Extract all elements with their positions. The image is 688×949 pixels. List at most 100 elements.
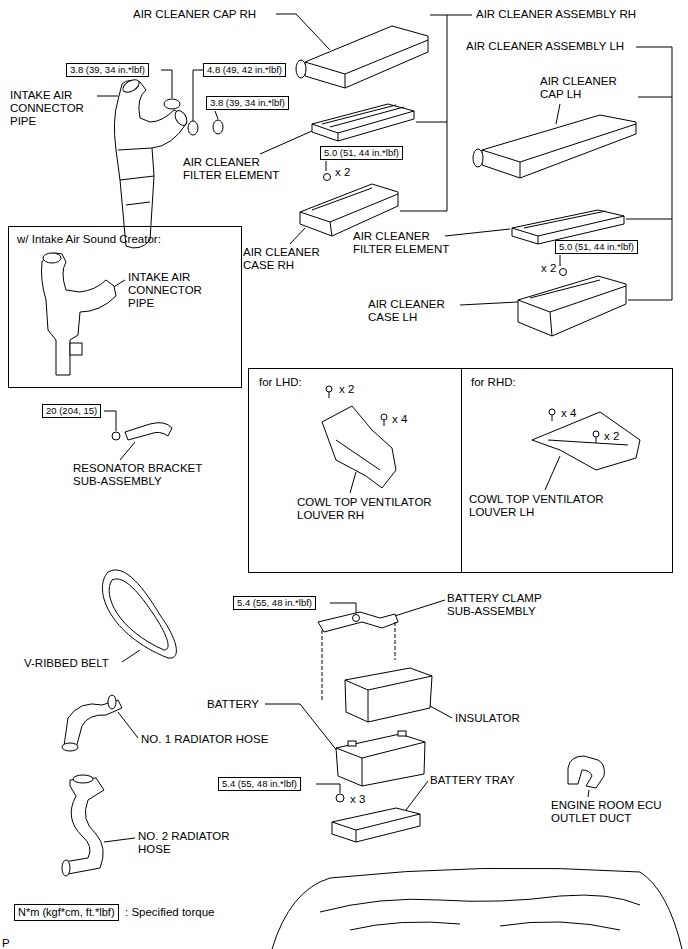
battery-clamp <box>318 612 398 632</box>
cowl-louver-rh <box>326 386 332 392</box>
resonator-bracket <box>125 423 172 440</box>
leader-line <box>276 14 330 50</box>
torque-box: 5.0 (51, 44 in.*lbf) <box>320 146 403 160</box>
leader-line <box>588 790 589 797</box>
air-cleaner-case-rh <box>300 184 398 236</box>
sound-creator-pipe <box>70 343 82 355</box>
intake-air-connector-pipe <box>173 109 190 128</box>
engine-compartment <box>320 895 640 912</box>
part-name: RESONATOR BRACKET SUB-ASSEMBLY <box>73 462 218 488</box>
insulator <box>345 668 432 722</box>
air-cleaner-filter-rh <box>312 104 414 141</box>
torque-leader <box>330 603 356 614</box>
battery-tray <box>336 794 344 802</box>
cowl-louver-lh <box>596 437 597 443</box>
cowl-louver-rh <box>329 392 330 398</box>
v-ribbed-belt <box>102 570 176 658</box>
torque-box: 20 (204, 15) <box>42 404 101 418</box>
panel-heading: for LHD: <box>259 376 302 389</box>
air-cleaner-cap-rh <box>296 26 428 88</box>
resonator-bracket <box>112 423 172 440</box>
torque-box: 5.4 (55, 48 in.*lbf) <box>233 596 316 610</box>
cowl-louver-rh <box>381 414 387 420</box>
engine-compartment <box>350 922 620 930</box>
v-ribbed-belt <box>109 579 168 650</box>
quantity: x 2 <box>604 430 619 443</box>
torque-leader <box>161 70 172 98</box>
leader-line <box>460 302 518 305</box>
torque-value: 5.4 (55, 48 in.*lbf) <box>237 597 312 608</box>
torque-box: 3.8 (39, 34 in.*lbf) <box>66 63 149 77</box>
sound-creator-pipe <box>43 253 61 263</box>
part-name: V-RIBBED BELT <box>24 657 109 670</box>
engine-compartment <box>272 868 682 949</box>
sound-creator-pipe <box>42 253 117 375</box>
leader-line <box>430 706 452 718</box>
air-cleaner-cap-lh <box>473 149 483 167</box>
part-name: AIR CLEANER CAP RH <box>133 8 256 21</box>
battery-tray <box>332 808 420 842</box>
torque-value: 5.4 (55, 48 in.*lbf) <box>222 778 297 789</box>
part-name: NO. 1 RADIATOR HOSE <box>141 733 268 746</box>
part-name: AIR CLEANER CASE LH <box>368 298 463 324</box>
leader-line <box>118 712 138 738</box>
part-name: INTAKE AIR CONNECTOR PIPE <box>10 89 95 128</box>
part-name: COWL TOP VENTILATOR LOUVER LH <box>469 493 634 519</box>
ecu-outlet-duct <box>568 756 604 788</box>
region-panel: for LHD:x 2x 4COWL TOP VENTILATOR LOUVER… <box>248 368 462 573</box>
torque-value: 20 (204, 15) <box>46 405 97 416</box>
battery <box>398 731 406 736</box>
air-cleaner-case-lh <box>518 276 626 336</box>
torque-box: 3.8 (39, 34 in.*lbf) <box>206 96 289 110</box>
quantity: x 2 <box>339 383 354 396</box>
part-name: ENGINE ROOM ECU OUTLET DUCT <box>551 799 676 825</box>
quantity: x 4 <box>561 407 576 420</box>
part-name: BATTERY <box>207 698 259 711</box>
v-ribbed-belt <box>102 570 176 658</box>
leader-line <box>556 104 560 124</box>
hose-clamp <box>213 120 223 134</box>
leader-line <box>97 96 118 97</box>
leader-line <box>122 650 140 662</box>
battery-tray <box>332 814 420 842</box>
leader-line <box>445 229 510 236</box>
battery-clamp <box>353 615 360 622</box>
part-name: AIR CLEANER FILTER ELEMENT <box>353 230 468 256</box>
torque-leader <box>560 255 561 266</box>
radiator-hose-2 <box>62 860 70 876</box>
air-cleaner-case-rh <box>300 174 398 237</box>
intake-air-connector-pipe <box>114 77 189 248</box>
battery <box>348 741 356 746</box>
air-cleaner-case-rh <box>300 188 398 236</box>
legend-box: N*m (kgf*cm, ft.*lbf) <box>14 904 119 921</box>
resonator-bracket <box>112 432 120 440</box>
intake-air-connector-pipe <box>121 77 142 95</box>
leader-line <box>290 228 305 244</box>
torque-value: 3.8 (39, 34 in.*lbf) <box>70 64 145 75</box>
leader-line <box>104 838 135 842</box>
hose-clamp <box>188 121 198 135</box>
part-name: BATTERY TRAY <box>430 774 515 787</box>
air-cleaner-filter-rh <box>312 105 414 141</box>
engine-compartment <box>272 868 682 949</box>
part-name: AIR CLEANER CASE RH <box>243 246 338 272</box>
panel-heading: for RHD: <box>471 376 516 389</box>
air-cleaner-filter-rh <box>312 104 414 141</box>
air-cleaner-case-rh <box>324 174 331 181</box>
radiator-hose-2 <box>73 775 93 783</box>
radiator-hose-2 <box>64 778 104 874</box>
part-name: AIR CLEANER CAP LH <box>540 75 635 101</box>
torque-box: 4.8 (49, 42 in.*lbf) <box>203 63 286 77</box>
air-cleaner-case-lh <box>560 269 567 276</box>
air-cleaner-case-lh <box>518 269 626 337</box>
torque-value: 5.0 (51, 44 in.*lbf) <box>324 147 399 158</box>
air-cleaner-case-lh <box>518 280 626 336</box>
air-cleaner-cap-rh <box>296 60 306 78</box>
insulator <box>345 676 432 722</box>
air-cleaner-cap-lh <box>482 124 636 178</box>
radiator-hose-1 <box>62 695 122 751</box>
battery <box>336 742 425 786</box>
cowl-louver-lh <box>532 412 640 470</box>
sound-creator-pipe <box>42 253 117 375</box>
part-name: INSULATOR <box>455 712 520 725</box>
